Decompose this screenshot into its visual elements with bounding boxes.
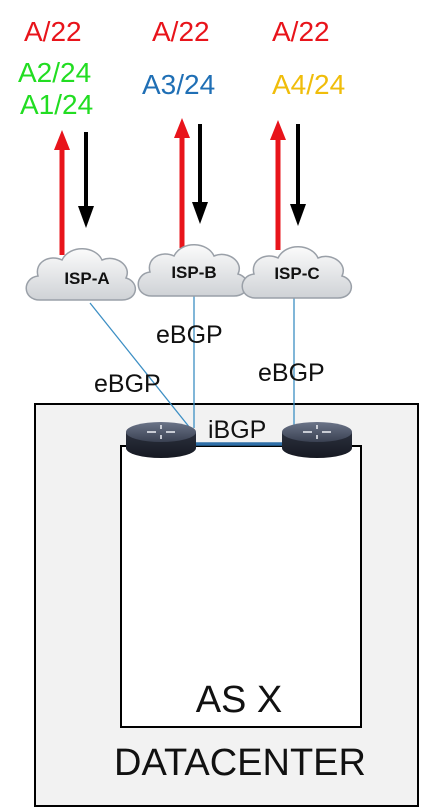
ebgp-label-isp-c: eBGP [258, 359, 325, 387]
isp-a-aggregate-prefix: A/22 [24, 16, 82, 47]
isp-b-arrows [174, 118, 208, 248]
datacenter-label: DATACENTER [114, 742, 366, 784]
isp-c-label: ISP-C [274, 264, 319, 283]
isp-c-arrows [270, 120, 306, 250]
router-right [282, 422, 352, 458]
isp-c-cloud [241, 246, 352, 299]
ibgp-label: iBGP [208, 416, 266, 444]
ebgp-label-isp-a: eBGP [94, 370, 161, 398]
ebgp-label-isp-b: eBGP [156, 321, 223, 349]
isp-c-aggregate-prefix: A/22 [272, 16, 330, 47]
router-left [126, 422, 196, 458]
isp-a-label: ISP-A [64, 269, 109, 288]
isp-c-prefix-a4: A4/24 [272, 69, 345, 100]
isp-b-cloud [137, 244, 248, 297]
isp-a-arrows [54, 130, 94, 255]
isp-b-prefix-a3: A3/24 [142, 69, 215, 100]
ebgp-link-isp-a [89, 302, 191, 429]
as-box [120, 445, 362, 728]
isp-a-prefix-a2: A2/24 [18, 57, 91, 88]
isp-a-prefix-a1: A1/24 [20, 89, 93, 120]
as-x-label: AS X [196, 679, 283, 721]
isp-b-aggregate-prefix: A/22 [152, 16, 210, 47]
isp-b-label: ISP-B [171, 263, 216, 282]
isp-a-cloud [25, 248, 136, 301]
